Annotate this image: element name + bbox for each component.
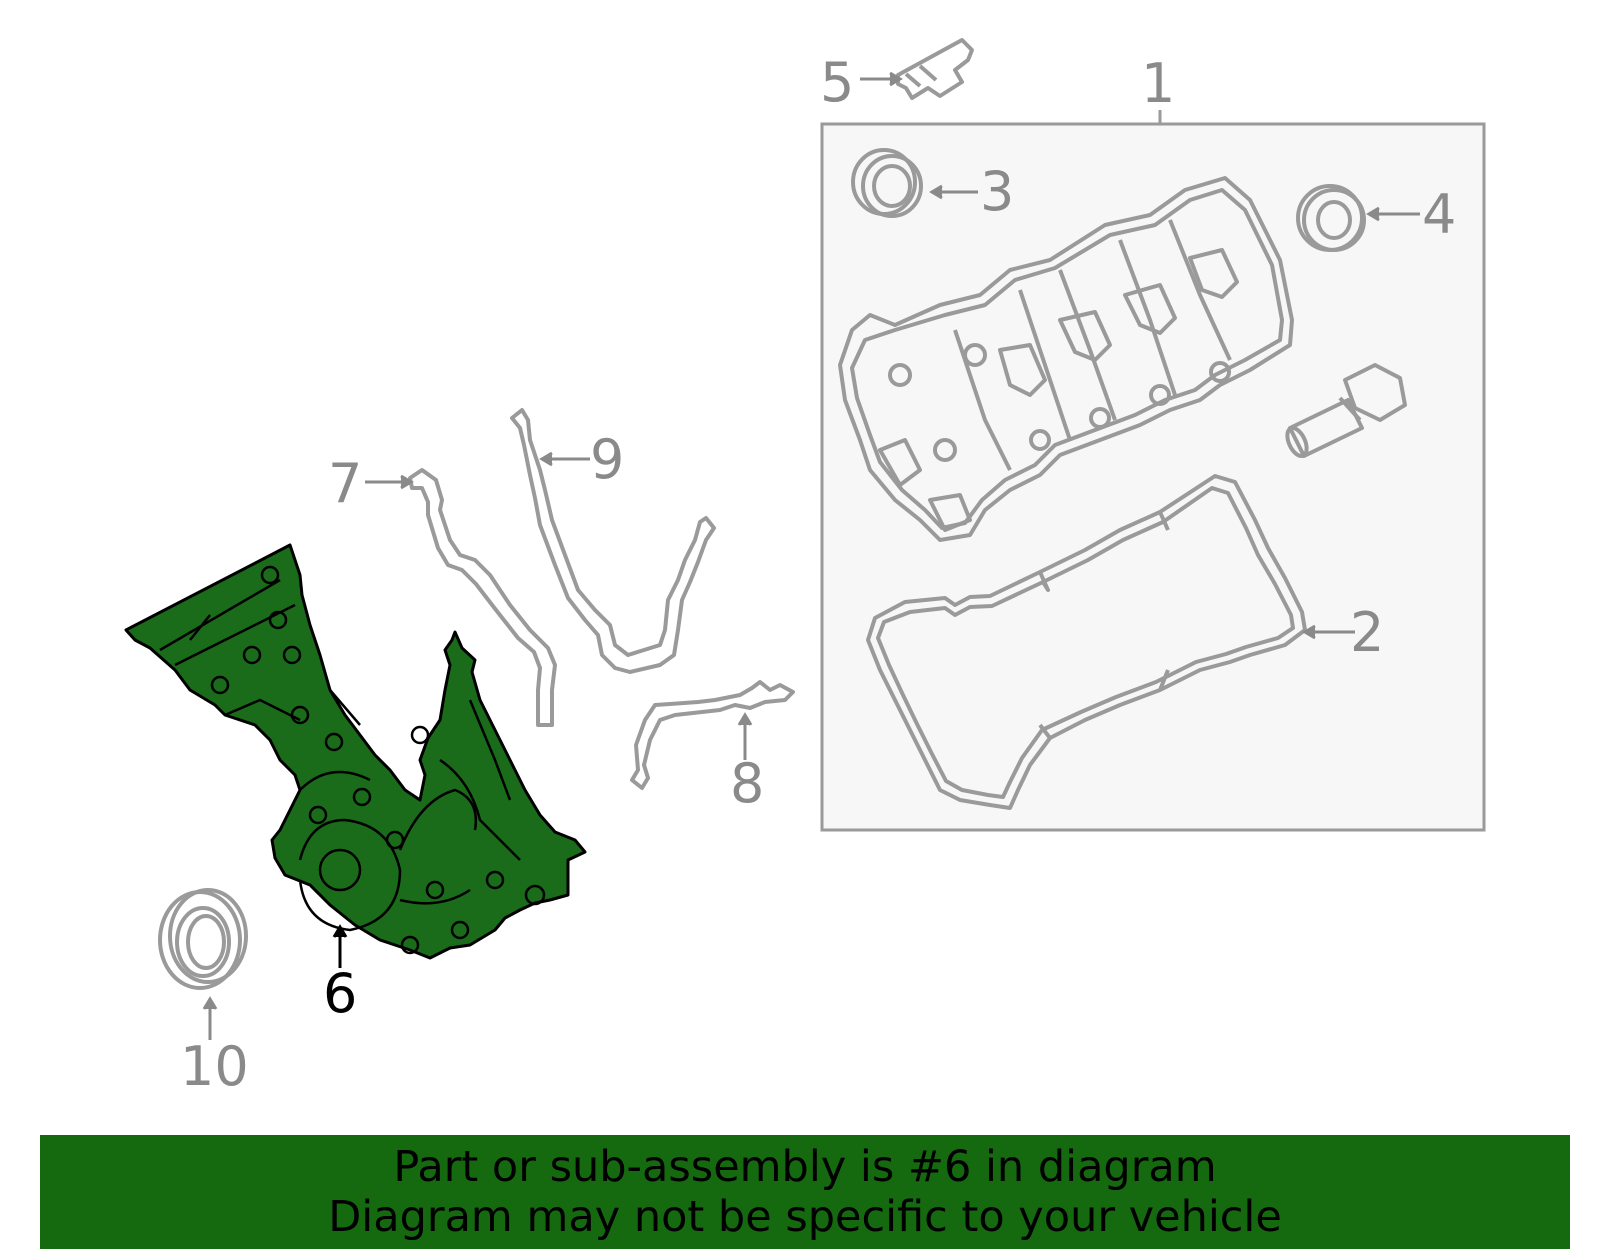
leader-arrows bbox=[202, 71, 1420, 1040]
callout-3: 3 bbox=[980, 160, 1014, 223]
banner-line-2: Diagram may not be specific to your vehi… bbox=[328, 1192, 1282, 1242]
banner-line-1: Part or sub-assembly is #6 in diagram bbox=[393, 1142, 1217, 1192]
bolt bbox=[1285, 363, 1407, 459]
callout-7: 7 bbox=[328, 452, 362, 515]
callout-2: 2 bbox=[1350, 601, 1384, 664]
seal-3 bbox=[851, 148, 923, 218]
callout-10: 10 bbox=[180, 1035, 249, 1098]
callout-4: 4 bbox=[1422, 183, 1456, 246]
timing-cover-6-highlighted bbox=[124, 543, 587, 960]
gasket-9 bbox=[510, 408, 716, 674]
valve-cover-gasket-2 bbox=[866, 474, 1307, 810]
gasket-7 bbox=[408, 468, 557, 727]
valve-cover-kit-box bbox=[820, 110, 1486, 832]
callout-6: 6 bbox=[323, 962, 357, 1025]
grommet-4 bbox=[1296, 184, 1366, 252]
callout-9: 9 bbox=[590, 428, 624, 491]
valve-cover bbox=[838, 176, 1294, 542]
connector-5 bbox=[896, 38, 974, 100]
info-banner: Part or sub-assembly is #6 in diagram Di… bbox=[40, 1135, 1570, 1249]
gasket-8 bbox=[630, 680, 795, 790]
callout-5: 5 bbox=[820, 51, 854, 114]
callout-1: 1 bbox=[1141, 52, 1175, 115]
seal-10 bbox=[158, 888, 248, 990]
callout-8: 8 bbox=[730, 752, 764, 815]
callout-labels: 1 2 3 4 5 6 7 8 9 10 bbox=[180, 51, 1456, 1098]
